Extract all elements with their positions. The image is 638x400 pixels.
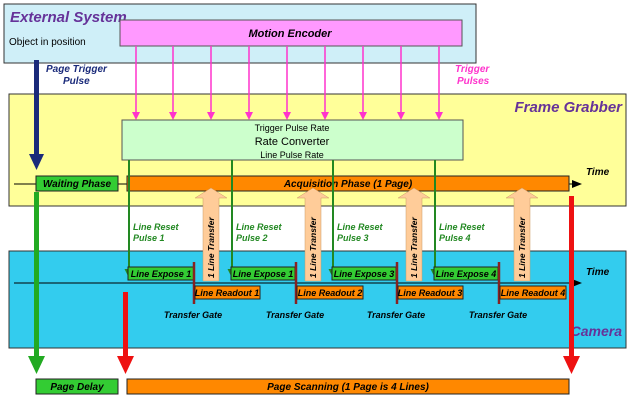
line-pulse-rate-label: Line Pulse Rate xyxy=(260,150,324,160)
line-expose-label-4: Line Expose 4 xyxy=(436,269,497,279)
line-reset-label-2b: Pulse 2 xyxy=(236,233,268,243)
transfer-gate-label-2: Transfer Gate xyxy=(266,310,324,320)
line-readout-box-1 xyxy=(194,285,261,300)
motion-encoder-label: Motion Encoder xyxy=(248,28,332,40)
trigger-pulses-label-1: Trigger xyxy=(455,64,490,75)
external-system-title: External System xyxy=(10,9,127,26)
line-readout-box-2 xyxy=(296,285,364,300)
line-reset-label-3b: Pulse 3 xyxy=(337,233,369,243)
transfer-gate-label-4: Transfer Gate xyxy=(469,310,527,320)
line-readout-label-1: Line Readout 1 xyxy=(195,288,260,298)
page-trigger-label-2: Pulse xyxy=(63,76,90,87)
page-scanning-box xyxy=(126,378,570,395)
line-readout-label-3: Line Readout 3 xyxy=(398,288,463,298)
camera-time-label: Time xyxy=(586,267,610,278)
frame-grabber-time-label: Time xyxy=(586,167,610,178)
line-transfer-arrow-2: 1 Line Transfer xyxy=(296,187,330,282)
transfer-gate-labels: Transfer Gate Transfer Gate Transfer Gat… xyxy=(164,310,527,320)
line-reset-lines xyxy=(124,160,440,278)
page-trigger-arrow xyxy=(29,60,44,170)
line-readout-boxes: Line Readout 1 Line Readout 2 Line Reado… xyxy=(194,285,567,300)
line-readout-label-4: Line Readout 4 xyxy=(501,288,566,298)
line-transfer-label-2: 1 Line Transfer xyxy=(308,217,318,278)
line-transfer-label-3: 1 Line Transfer xyxy=(409,217,419,278)
motion-encoder-box xyxy=(119,19,463,47)
line-reset-label-1a: Line Reset xyxy=(133,222,180,232)
page-delay-label: Page Delay xyxy=(50,382,104,393)
waiting-phase-label: Waiting Phase xyxy=(43,179,112,190)
line-transfer-arrow-1: 1 Line Transfer xyxy=(194,187,228,282)
page-scanning-label: Page Scanning (1 Page is 4 Lines) xyxy=(267,382,429,393)
object-in-position-label: Object in position xyxy=(9,37,86,48)
line-reset-label-4a: Line Reset xyxy=(439,222,486,232)
page-delay-arrow xyxy=(28,192,45,374)
line-reset-label-1b: Pulse 1 xyxy=(133,233,165,243)
line-transfer-arrow-4: 1 Line Transfer xyxy=(505,187,539,282)
line-transfer-label-4: 1 Line Transfer xyxy=(517,217,527,278)
transfer-gate-label-3: Transfer Gate xyxy=(367,310,425,320)
acquisition-phase-label: Acquisition Phase (1 Page) xyxy=(283,179,413,190)
transfer-gate-label-1: Transfer Gate xyxy=(164,310,222,320)
page-scanning-start-arrow xyxy=(117,292,134,374)
transfer-gate-markers xyxy=(192,262,501,304)
rate-converter-label: Rate Converter xyxy=(255,136,330,148)
waiting-phase-box xyxy=(35,175,119,192)
line-transfer-arrow-3: 1 Line Transfer xyxy=(397,187,431,282)
line-transfer-label-1: 1 Line Transfer xyxy=(206,217,216,278)
acquisition-phase-box xyxy=(126,175,570,192)
page-delay-box xyxy=(35,378,119,395)
line-readout-box-4 xyxy=(499,285,567,300)
trigger-pulses-label-2: Pulses xyxy=(457,76,490,87)
trigger-pulse-rate-label: Trigger Pulse Rate xyxy=(255,123,330,133)
line-reset-label-4b: Pulse 4 xyxy=(439,233,471,243)
line-readout-box-3 xyxy=(397,285,464,300)
page-scanning-end-arrow xyxy=(563,196,580,374)
line-expose-boxes: Line Expose 1 Line Expose 1 Line Expose … xyxy=(127,266,499,281)
camera-title: Camera xyxy=(571,323,623,339)
rate-converter-box xyxy=(121,119,464,161)
line-reset-label-2a: Line Reset xyxy=(236,222,283,232)
frame-grabber-title: Frame Grabber xyxy=(514,99,623,116)
line-expose-label-3: Line Expose 3 xyxy=(334,269,395,279)
line-reset-label-3a: Line Reset xyxy=(337,222,384,232)
page-trigger-label-1: Page Trigger xyxy=(46,64,108,75)
line-reset-labels: Line Reset Pulse 1 Line Reset Pulse 2 Li… xyxy=(133,222,486,243)
line-expose-label-1: Line Expose 1 xyxy=(131,269,192,279)
line-expose-label-2: Line Expose 1 xyxy=(233,269,294,279)
trigger-pulse-arrows xyxy=(132,46,443,120)
line-readout-label-2: Line Readout 2 xyxy=(298,288,363,298)
